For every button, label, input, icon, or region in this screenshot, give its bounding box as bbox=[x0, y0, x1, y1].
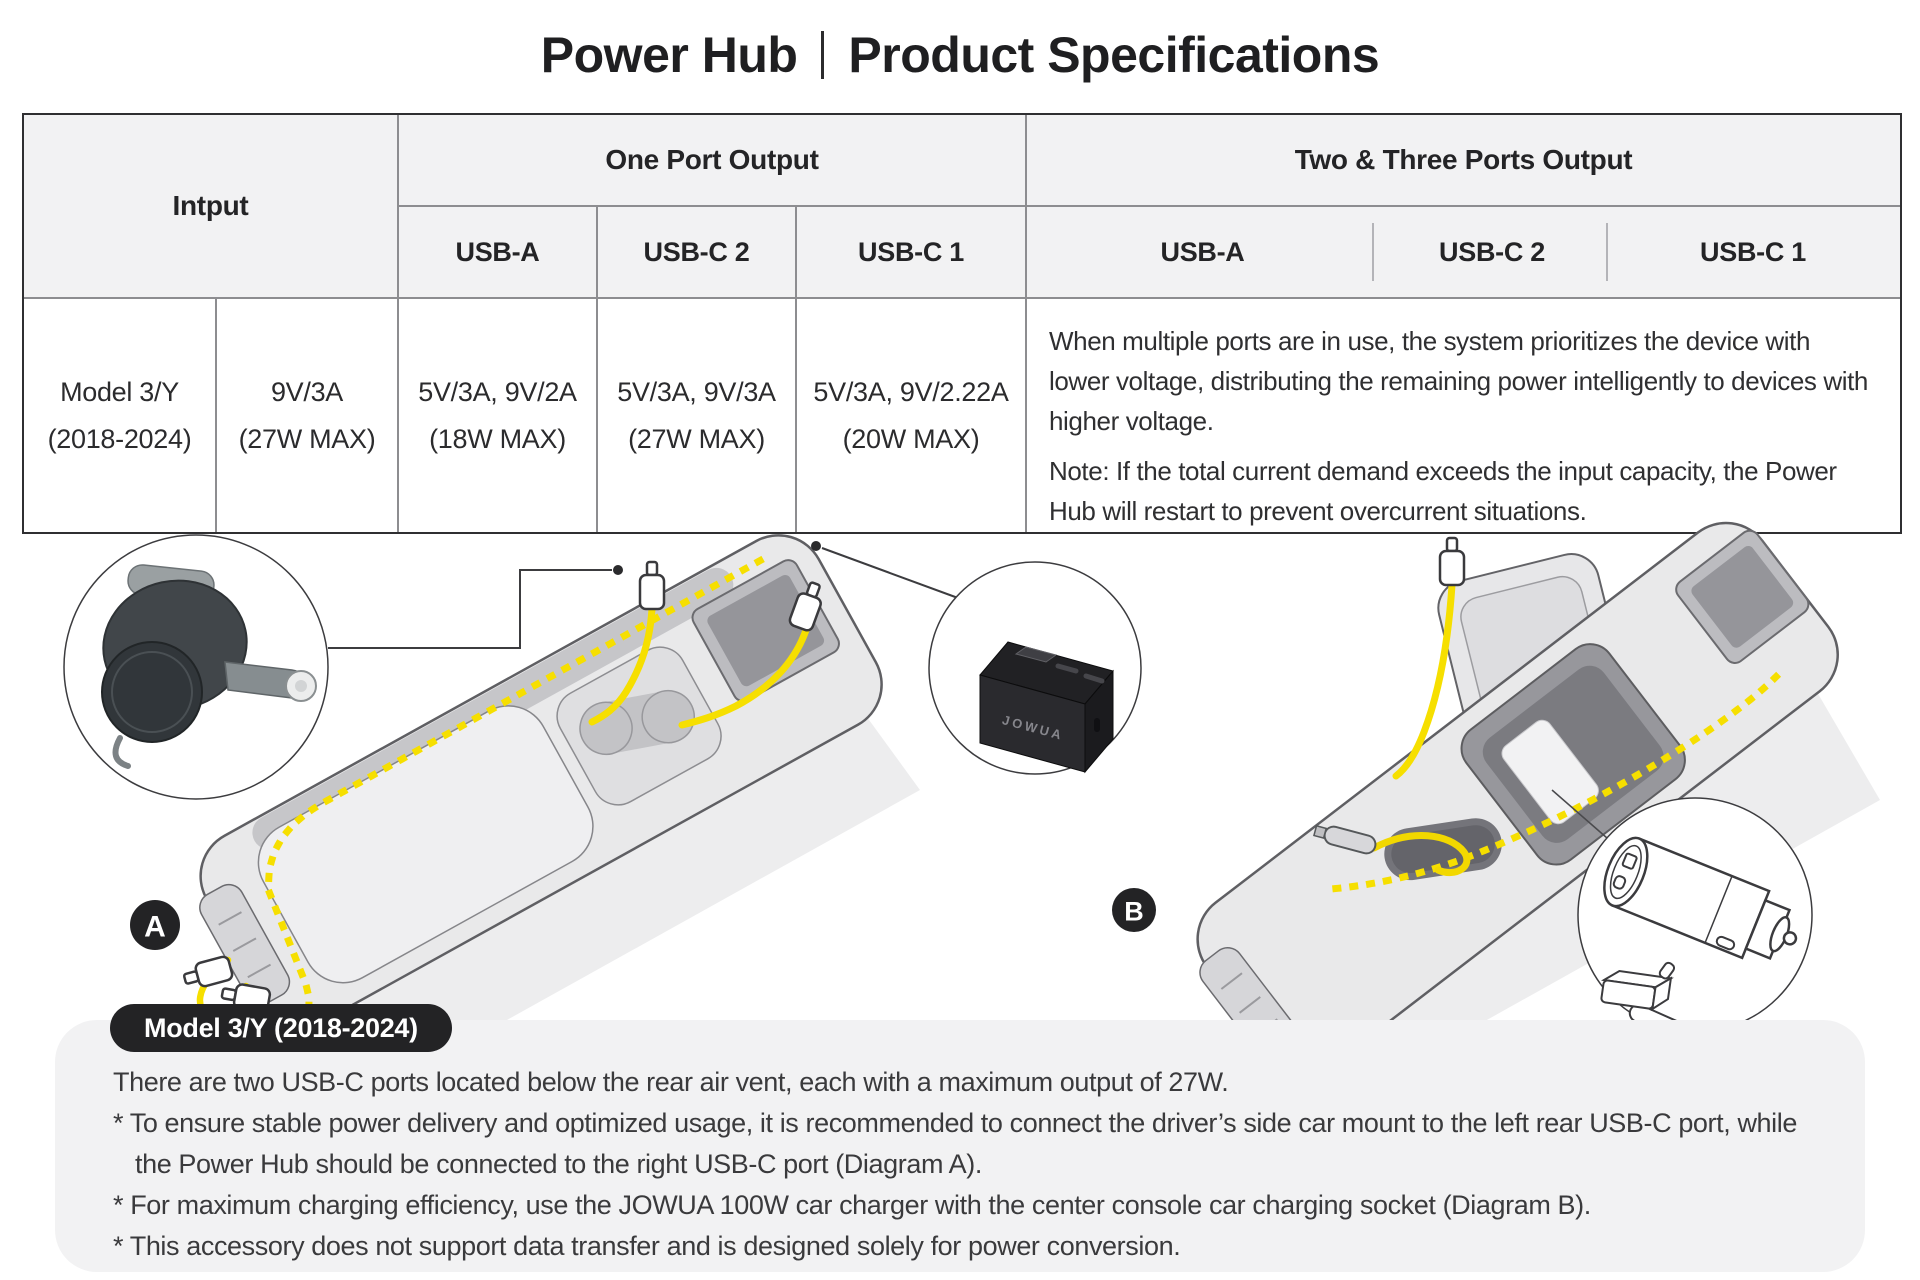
multi-port-group-header: Two & Three Ports Output bbox=[1027, 115, 1900, 207]
multi-port-col-usbc1: USB-C 1 bbox=[1700, 236, 1806, 267]
charger-usb-a-port bbox=[1621, 852, 1638, 870]
input-header-label: Intput bbox=[172, 190, 249, 221]
hub-usb-c-slot bbox=[1083, 673, 1105, 684]
column-divider bbox=[1372, 223, 1374, 281]
notes-text: There are two USB-C ports located below … bbox=[113, 1062, 1843, 1267]
usb-c-connector-icon bbox=[788, 581, 822, 632]
title-divider bbox=[821, 31, 825, 79]
note-line: * This accessory does not support data t… bbox=[113, 1231, 1181, 1261]
multi-port-description-cell: When multiple ports are in use, the syst… bbox=[1027, 299, 1900, 532]
mount-magnetic-disc bbox=[101, 641, 203, 743]
cable-routing-dotted-b bbox=[1332, 663, 1790, 893]
power-hub-inset: JOWUA bbox=[928, 561, 1142, 775]
one-port-col-usbc2: USB-C 2 bbox=[598, 207, 797, 299]
title-section-name: Product Specifications bbox=[848, 27, 1380, 83]
model-cell: Model 3/Y (2018-2024) bbox=[24, 299, 217, 532]
multi-port-paragraph-1: When multiple ports are in use, the syst… bbox=[1049, 326, 1868, 436]
multi-port-header-label: Two & Three Ports Output bbox=[1294, 144, 1633, 175]
console-a-illustration bbox=[199, 534, 883, 1031]
multi-port-columns-row: USB-A USB-C 2 USB-C 1 bbox=[1027, 207, 1900, 299]
leader-line-mount bbox=[328, 569, 612, 649]
hub-usb-c-slot bbox=[1055, 663, 1079, 674]
leader-line-hub bbox=[821, 547, 959, 599]
car-charger-body bbox=[1603, 836, 1798, 960]
usb-c-connector-icon bbox=[1438, 536, 1466, 587]
notes-panel bbox=[55, 1020, 1865, 1272]
car-charger-inset bbox=[1577, 797, 1813, 1040]
note-line: the Power Hub should be connected to the… bbox=[135, 1149, 982, 1179]
page-title: Power Hub Product Specifications bbox=[0, 24, 1920, 86]
usb-c-cable-a1 bbox=[588, 605, 656, 726]
one-port-usbc1-value-cell: 5V/3A, 9V/2.22A (20W MAX) bbox=[797, 299, 1027, 532]
diagram-b-badge: B bbox=[1112, 888, 1156, 932]
charging-socket-cable-b bbox=[1370, 832, 1471, 877]
title-product-name: Power Hub bbox=[540, 27, 798, 83]
one-port-header-label: One Port Output bbox=[605, 144, 819, 175]
installation-diagram: JOWUA A B bbox=[63, 521, 1880, 1040]
console-a-cupholders bbox=[580, 690, 695, 755]
multi-port-col-usba: USB-A bbox=[1160, 236, 1245, 267]
l-shaped-usb-c-connector bbox=[1600, 961, 1676, 1012]
note-line: There are two USB-C ports located below … bbox=[113, 1067, 1229, 1097]
one-port-group-header: One Port Output bbox=[399, 115, 1027, 207]
one-port-usbc2-value-cell: 5V/3A, 9V/3A (27W MAX) bbox=[598, 299, 797, 532]
car-mount-inset bbox=[63, 534, 329, 800]
multi-port-paragraph-2: Note: If the total current demand exceed… bbox=[1049, 456, 1837, 526]
one-port-col-usbc1: USB-C 1 bbox=[797, 207, 1027, 299]
note-line: * For maximum charging efficiency, use t… bbox=[113, 1190, 1591, 1220]
leader-line-charger bbox=[1551, 789, 1608, 839]
usb-c-cable-a2 bbox=[678, 626, 810, 729]
diagram-a-badge: A bbox=[130, 900, 180, 950]
input-header-cell: Intput bbox=[24, 115, 399, 299]
multi-port-col-usbc2: USB-C 2 bbox=[1439, 236, 1545, 267]
one-port-col-usba: USB-A bbox=[399, 207, 598, 299]
hub-side-port bbox=[1094, 718, 1100, 732]
one-port-usba-value-cell: 5V/3A, 9V/2A (18W MAX) bbox=[399, 299, 598, 532]
charger-usb-c-port bbox=[1612, 875, 1627, 890]
usb-c-cable-b1 bbox=[1392, 581, 1456, 780]
console-b-illustration bbox=[1196, 521, 1839, 1040]
hub-usb-a-slot bbox=[1014, 646, 1058, 663]
svg-text:B: B bbox=[1124, 896, 1144, 926]
note-line: * To ensure stable power delivery and op… bbox=[113, 1108, 1797, 1138]
leader-dot bbox=[811, 541, 821, 551]
aux-plug-icon bbox=[1313, 824, 1377, 855]
model-badge: Model 3/Y (2018-2024) bbox=[110, 1004, 452, 1052]
usb-c-connector-icon bbox=[638, 560, 666, 611]
usb-c-connector-icon bbox=[182, 955, 234, 988]
spec-table: Intput One Port Output Two & Three Ports… bbox=[22, 113, 1902, 534]
column-divider bbox=[1606, 223, 1608, 281]
leader-dot bbox=[613, 565, 623, 575]
input-value-cell: 9V/3A (27W MAX) bbox=[217, 299, 399, 532]
svg-text:A: A bbox=[144, 911, 166, 944]
